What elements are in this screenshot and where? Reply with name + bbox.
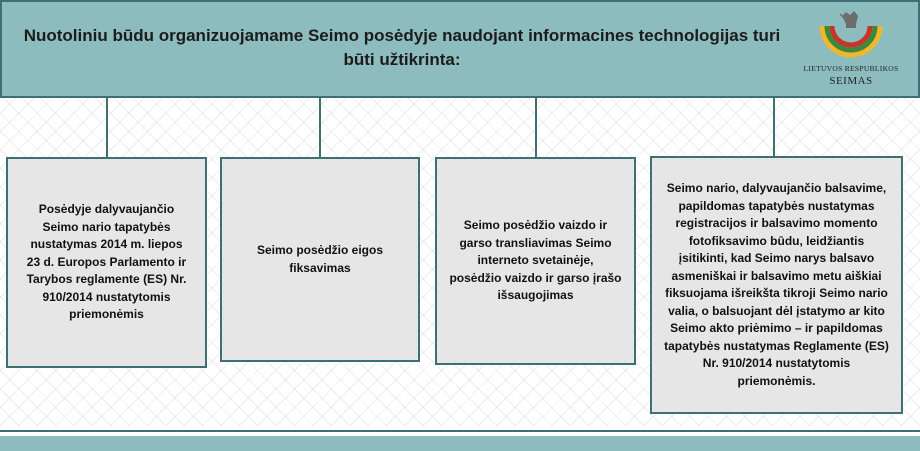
requirement-text-voting: Seimo nario, dalyvaujančio balsavime, pa… xyxy=(664,181,889,388)
connector-line-4 xyxy=(773,96,775,156)
footer-divider xyxy=(0,430,920,432)
seimas-logo: LIETUVOS RESPUBLIKOS SEIMAS xyxy=(796,8,906,92)
logo-text-republic: LIETUVOS RESPUBLIKOS xyxy=(803,64,899,73)
requirement-text-broadcast: Seimo posėdžio vaizdo ir garso transliav… xyxy=(449,218,622,303)
footer-bar xyxy=(0,436,920,451)
connector-line-1 xyxy=(106,96,108,157)
requirement-text-identity: Posėdyje dalyvaujančio Seimo nario tapat… xyxy=(26,202,187,322)
connector-line-3 xyxy=(535,96,537,157)
logo-text-seimas: SEIMAS xyxy=(829,75,873,87)
requirement-box-recording: Seimo posėdžio eigos fiksavimas xyxy=(220,157,420,362)
seimas-emblem-icon xyxy=(819,11,883,58)
requirement-box-broadcast: Seimo posėdžio vaizdo ir garso transliav… xyxy=(435,157,636,365)
header-banner: Nuotoliniu būdu organizuojamame Seimo po… xyxy=(0,0,920,98)
requirement-text-recording: Seimo posėdžio eigos fiksavimas xyxy=(256,243,384,275)
requirement-box-voting: Seimo nario, dalyvaujančio balsavime, pa… xyxy=(650,156,903,414)
requirement-box-identity: Posėdyje dalyvaujančio Seimo nario tapat… xyxy=(6,157,207,368)
page-title: Nuotoliniu būdu organizuojamame Seimo po… xyxy=(23,26,781,69)
connector-line-2 xyxy=(319,96,321,157)
